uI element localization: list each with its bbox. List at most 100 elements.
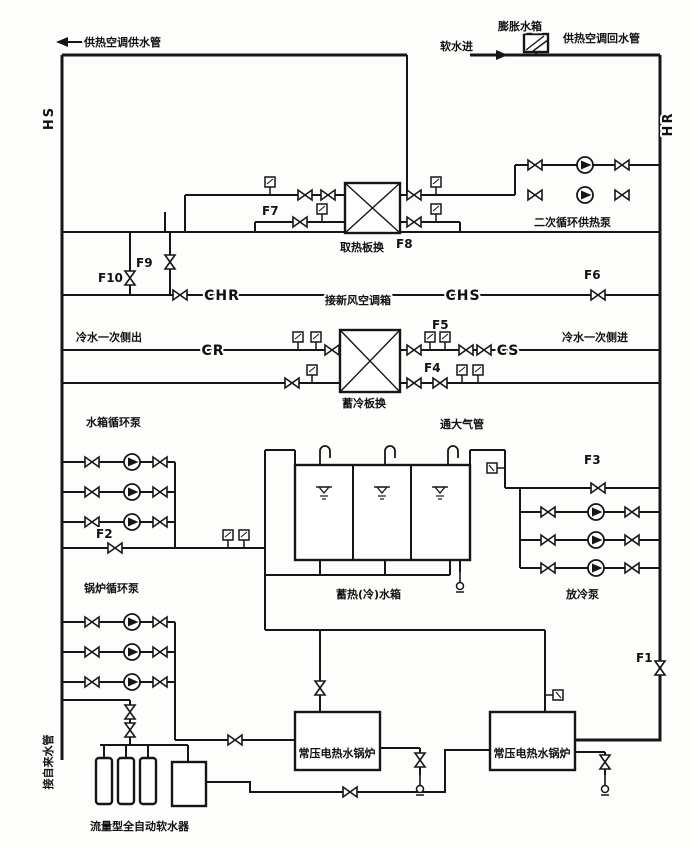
pipe-tank-connections: [264, 449, 506, 630]
valve-icon: [476, 344, 492, 356]
valve-icon: [152, 676, 168, 688]
valve-icon: [84, 516, 100, 528]
label-chilled-out: 冷水一次侧出: [76, 330, 142, 344]
pump-icon: [123, 513, 141, 531]
label-hs: HS: [42, 106, 57, 130]
gauge-icon: [472, 364, 484, 384]
label-cs: CS: [497, 343, 520, 359]
pipe-boiler-feeds: [265, 629, 546, 712]
boiler-1: [293, 710, 382, 772]
valve-icon: [540, 506, 556, 518]
gauge-icon: [310, 331, 322, 351]
gauge-icon: [264, 176, 276, 196]
label-ahu: 接新风空调箱: [325, 293, 391, 307]
heat-exchanger-2: [338, 328, 402, 394]
label-f3: F3: [584, 453, 601, 467]
valve-icon-f6: [590, 289, 606, 301]
vent-icon: [447, 445, 459, 466]
label-hr: HR: [661, 112, 676, 137]
label-f5: F5: [432, 318, 449, 332]
gauge-icon-f5: [439, 331, 451, 351]
gauge-icon: [486, 462, 506, 474]
valve-icon: [406, 377, 422, 389]
valve-icon: [84, 486, 100, 498]
label-chr: CHR: [204, 288, 240, 304]
gauge-icon: [316, 203, 328, 223]
pump-icon: [587, 559, 605, 577]
valve-icon: [342, 786, 358, 798]
valve-icon-f9: [164, 254, 176, 270]
pump-icon: [587, 503, 605, 521]
label-hx1: 取热板换: [340, 240, 385, 254]
gauge-icon: [238, 529, 250, 549]
label-vent: 通大气管: [440, 417, 484, 431]
valve-icon: [227, 734, 243, 746]
gauge-icon: [430, 176, 442, 196]
valve-icon-f2: [107, 542, 123, 554]
pipe-hx1-right: [400, 164, 660, 232]
label-cr: CR: [201, 343, 224, 359]
valve-icon: [284, 377, 300, 389]
heat-exchanger-1: [343, 181, 402, 235]
valve-icon: [84, 616, 100, 628]
flow-arrow-supply: [56, 37, 68, 47]
pipe-top-drops: [406, 50, 537, 195]
label-chs: CHS: [445, 288, 480, 304]
label-expansion-tank: 膨胀水箱: [497, 19, 542, 33]
label-f8: F8: [396, 237, 413, 251]
label-f9: F9: [136, 256, 153, 270]
drain-icon: [455, 571, 465, 593]
label-boiler-2: 常压电热水锅炉: [494, 746, 571, 760]
pipe-tank-manifold: [265, 560, 461, 576]
pump-icon: [576, 186, 594, 204]
valve-icon: [527, 159, 543, 171]
valve-icon: [624, 562, 640, 574]
label-chilled-in: 冷水一次侧进: [562, 330, 628, 344]
valve-icon: [297, 189, 313, 201]
valve-icon: [540, 534, 556, 546]
label-supply-pipe: 供热空调供水管: [83, 35, 161, 49]
gauge-icon: [430, 203, 442, 223]
label-f4: F4: [424, 361, 441, 375]
valve-icon-f10: [124, 270, 136, 286]
storage-tank: [293, 463, 472, 562]
valve-icon: [406, 189, 422, 201]
valve-icon: [124, 722, 136, 738]
valve-icon-f3: [590, 482, 606, 494]
valve-icon: [406, 344, 422, 356]
label-f10: F10: [98, 271, 123, 285]
valve-icon: [152, 616, 168, 628]
pipe-softener-feed: [62, 699, 189, 762]
vent-icon: [319, 445, 331, 466]
valve-icon: [314, 680, 326, 696]
valve-icon: [152, 456, 168, 468]
valve-icon: [614, 189, 630, 201]
valve-icon: [152, 486, 168, 498]
pump-icons: [123, 156, 605, 691]
gauge-icon: [292, 331, 304, 351]
pipe-main-right-hr: [575, 55, 662, 742]
drain-icon: [600, 774, 610, 796]
label-boiler-pump: 锅炉循环泵: [84, 581, 139, 595]
gauge-icon: [306, 364, 318, 384]
pipe-cold-pump-group: [519, 488, 660, 569]
valve-icon: [414, 752, 426, 768]
label-f6: F6: [584, 268, 601, 282]
valve-icon: [84, 456, 100, 468]
drain-icon: [415, 774, 425, 796]
label-f1: F1: [636, 651, 653, 665]
pump-icon: [587, 531, 605, 549]
valve-icon: [84, 646, 100, 658]
label-return-pipe: 供热空调回水管: [562, 31, 640, 45]
label-tank-pump: 水箱循环泵: [86, 415, 141, 429]
flow-arrow-soft-water: [496, 50, 508, 60]
pump-icon: [123, 453, 141, 471]
pump-icon: [123, 673, 141, 691]
valve-icon: [406, 216, 422, 228]
valve-icon: [84, 676, 100, 688]
label-cold-pump: 放冷泵: [565, 587, 599, 601]
vent-icon: [384, 445, 396, 466]
gauge-icons: [222, 176, 564, 701]
